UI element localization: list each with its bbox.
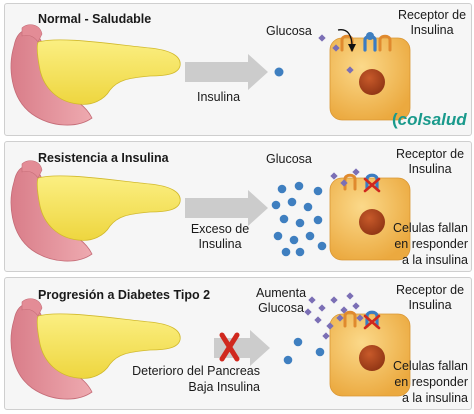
panel-title-normal: Normal - Saludable bbox=[38, 12, 152, 26]
glucose-label-resistance: Glucosa bbox=[266, 152, 312, 166]
x-mark-receptor-progression bbox=[363, 314, 381, 330]
pancreas-normal bbox=[10, 24, 181, 126]
cell-note-resistance-line2: en responder bbox=[394, 237, 468, 251]
flow-arrow-normal bbox=[185, 54, 268, 90]
cell-note-progression-line3: a la insulina bbox=[401, 391, 468, 405]
x-mark-pancreas bbox=[219, 332, 240, 362]
receptor-label-normal-line2: Insulina bbox=[410, 23, 454, 37]
cell-note-progression-line1: Celulas fallan bbox=[392, 359, 468, 373]
insulin-dot bbox=[274, 67, 284, 77]
insulin-low bbox=[283, 337, 325, 365]
cell-note-progression-line2: en responder bbox=[394, 375, 468, 389]
flow-arrow-resistance bbox=[185, 190, 268, 226]
pancreas-resistance bbox=[10, 160, 181, 262]
receptor-label-resistance-line2: Insulina bbox=[408, 162, 452, 176]
arrow-label-insulin: Insulina bbox=[197, 90, 241, 104]
bound-insulin bbox=[366, 32, 374, 40]
arrow-label-resistance-line2: Insulina bbox=[198, 237, 242, 251]
logo-text: colsalud bbox=[397, 110, 467, 129]
x-mark-receptor-resistance bbox=[363, 177, 381, 193]
glucose-label-normal: Glucosa bbox=[266, 24, 312, 38]
panel-title-resistance: Resistencia a Insulina bbox=[38, 151, 169, 165]
flow-arrow-progression bbox=[214, 330, 270, 366]
cell-note-resistance-line3: a la insulina bbox=[401, 253, 468, 267]
glucose-label-progression-line1: Aumenta bbox=[255, 286, 307, 300]
glucose-entry-arrow bbox=[337, 29, 353, 47]
arrow-label-resistance-line1: Exceso de bbox=[190, 222, 250, 236]
arrow-label-progression-line2: Baja Insulina bbox=[188, 380, 260, 394]
logo-mark-icon: ( bbox=[392, 110, 398, 129]
glucose-entry-arrowhead bbox=[348, 44, 356, 52]
colsalud-logo: (colsalud bbox=[392, 110, 467, 130]
receptor-label-normal-line1: Receptor de bbox=[397, 8, 467, 22]
receptor-label-resistance-line1: Receptor de bbox=[395, 147, 465, 161]
cell-note-resistance-line1: Celulas fallan bbox=[392, 221, 468, 235]
panel-title-progression: Progresión a Diabetes Tipo 2 bbox=[38, 288, 211, 302]
glucose-label-progression-line2: Glucosa bbox=[258, 301, 304, 315]
receptor-label-progression-line1: Receptor de bbox=[395, 283, 465, 297]
arrow-label-progression-line1: Deterioro del Pancreas bbox=[132, 364, 260, 378]
insulin-excess bbox=[271, 181, 327, 257]
receptor-label-progression-line2: Insulina bbox=[408, 298, 452, 312]
